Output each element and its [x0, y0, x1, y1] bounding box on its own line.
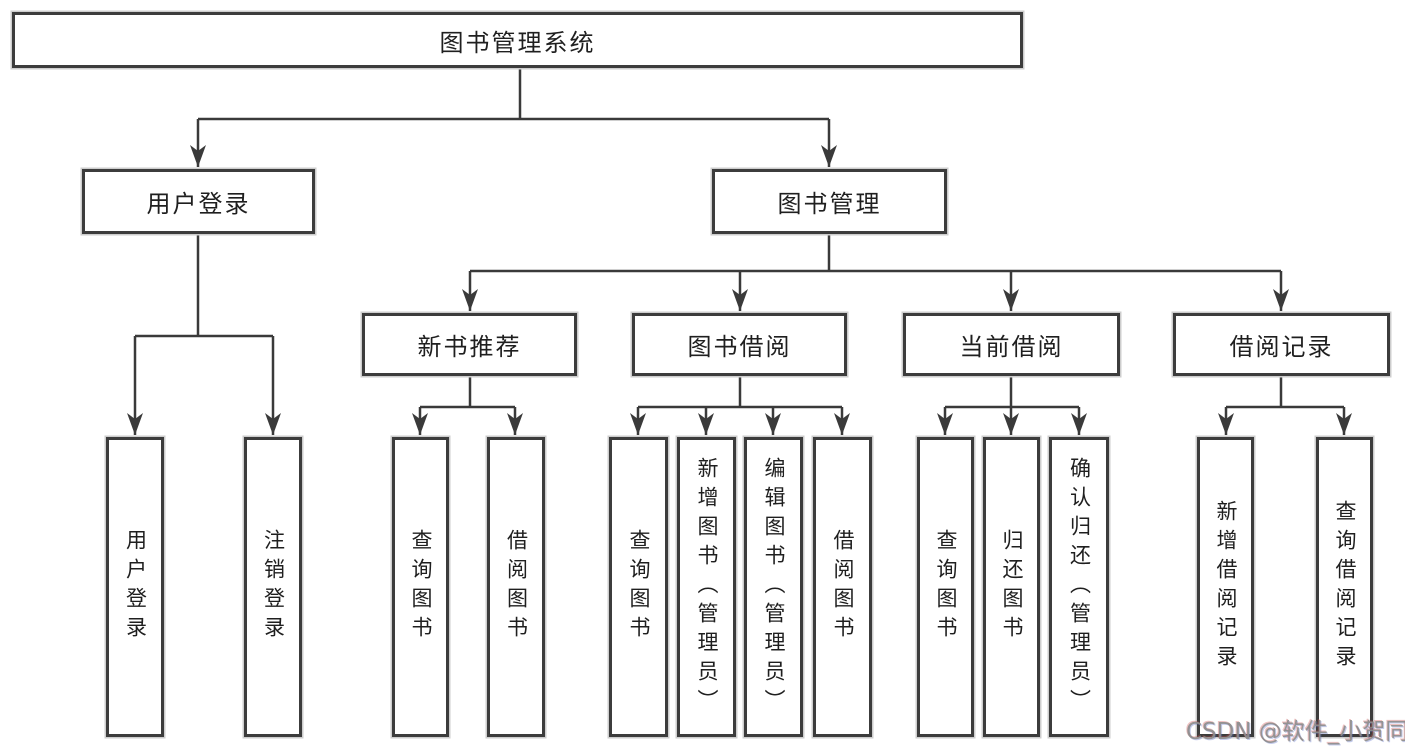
node-current-borrow: 当前借阅: [903, 313, 1120, 376]
leaf-current-query-books: 查询图书: [917, 437, 974, 737]
leaf-borrow-edit-books-admin: 编辑图书（管理员）: [744, 437, 803, 737]
leaf-label: 查询借阅记录: [1333, 500, 1358, 674]
node-label: 新书推荐: [417, 333, 522, 361]
node-user-login: 用户登录: [82, 169, 315, 234]
leaf-label: 借阅图书: [831, 529, 856, 645]
leaf-user-login: 用户登录: [106, 437, 164, 737]
node-label: 借阅记录: [1229, 333, 1334, 361]
leaf-current-return-books: 归还图书: [983, 437, 1040, 737]
connector-borrow-records-to-leaves: [1226, 376, 1344, 409]
node-library-management-system: 图书管理系统: [12, 12, 1023, 68]
leaf-label: 归还图书: [1000, 529, 1025, 645]
leaf-label: 用户登录: [123, 529, 148, 645]
connector-current-borrow-to-leaves: [945, 376, 1079, 409]
leaf-current-confirm-return-admin: 确认归还（管理员）: [1049, 437, 1109, 737]
node-borrow-records: 借阅记录: [1173, 313, 1390, 376]
connector-user-login-to-leaves: [135, 234, 273, 338]
connector-new-book-to-leaves: [420, 376, 515, 409]
node-label: 用户登录: [146, 190, 251, 218]
leaf-label: 注销登录: [261, 529, 286, 645]
csdn-watermark: CSDN @软件_小贺同学: [1186, 719, 1405, 745]
leaf-new-book-borrow-books: 借阅图书: [487, 437, 545, 737]
leaf-borrow-borrow-books: 借阅图书: [813, 437, 872, 737]
connector-book-management-to-level2: [470, 234, 1281, 273]
node-book-management: 图书管理: [712, 169, 947, 234]
leaf-label: 借阅图书: [504, 529, 529, 645]
leaf-records-query-borrow-record: 查询借阅记录: [1316, 437, 1373, 737]
leaf-records-add-borrow-record: 新增借阅记录: [1197, 437, 1254, 737]
leaf-label: 查询图书: [934, 529, 959, 645]
leaf-label: 编辑图书（管理员）: [762, 456, 787, 718]
connector-book-borrow-to-leaves: [638, 376, 842, 409]
node-label: 图书管理: [777, 190, 882, 218]
connector-root-to-level1: [198, 67, 829, 121]
leaf-new-book-query-books: 查询图书: [392, 437, 449, 737]
leaf-label: 查询图书: [409, 529, 434, 645]
leaf-label: 确认归还（管理员）: [1067, 456, 1092, 718]
leaf-label: 新增图书（管理员）: [695, 456, 720, 718]
leaf-label: 新增借阅记录: [1214, 500, 1239, 674]
node-label: 当前借阅: [959, 333, 1064, 361]
node-label: 图书借阅: [687, 333, 792, 361]
leaf-borrow-add-books-admin: 新增图书（管理员）: [677, 437, 736, 737]
node-new-book-recommend: 新书推荐: [362, 313, 577, 376]
node-label: 图书管理系统: [439, 28, 596, 57]
node-book-borrow: 图书借阅: [632, 313, 847, 376]
leaf-borrow-query-books: 查询图书: [609, 437, 668, 737]
leaf-label: 查询图书: [627, 529, 652, 645]
leaf-logout: 注销登录: [244, 437, 302, 737]
